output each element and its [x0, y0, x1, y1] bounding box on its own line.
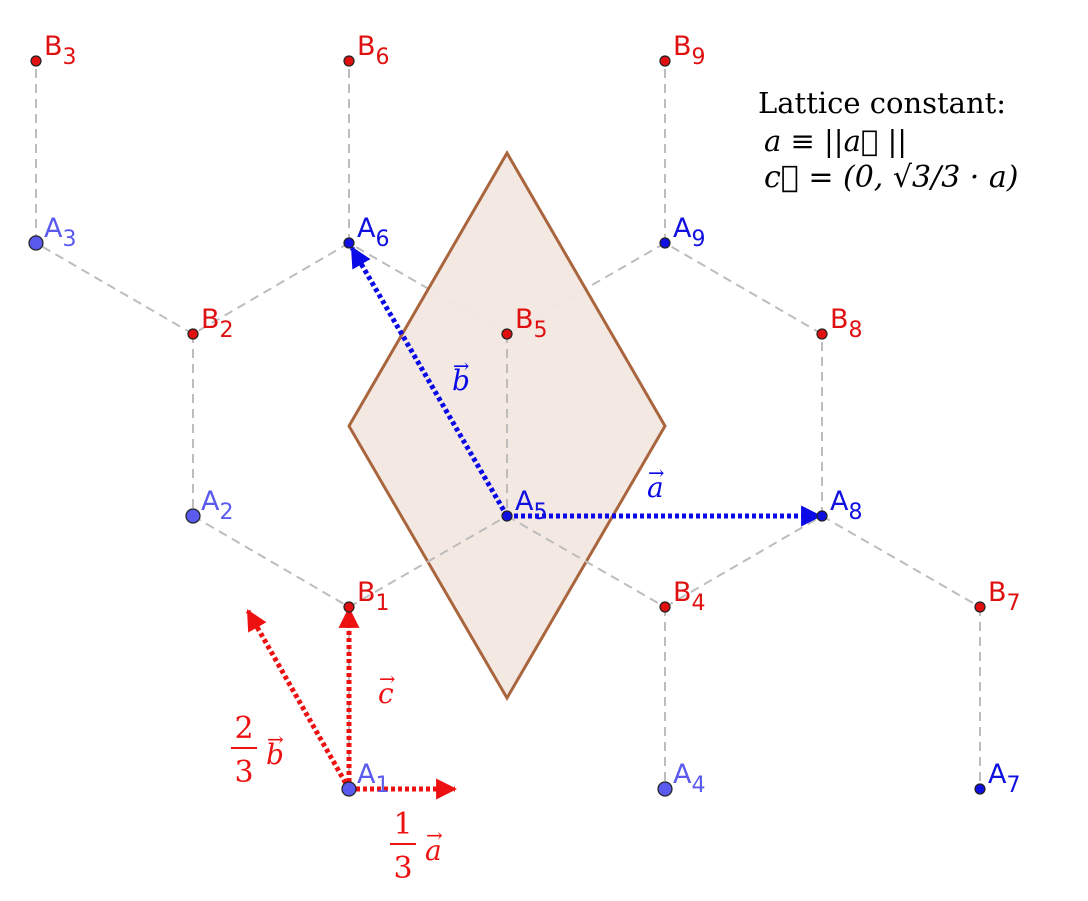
bond-B1-A5: [348, 515, 508, 608]
bonds: [35, 61, 981, 789]
site-label-B3: B3: [44, 31, 77, 70]
bond-B2-A3: [35, 242, 194, 335]
site-label-B1: B1: [357, 577, 390, 616]
site-label-B9: B9: [673, 31, 706, 70]
site-B9: [659, 55, 671, 67]
vector-b-arrow: [349, 246, 510, 518]
svg-text:→: →: [453, 355, 469, 378]
svg-text:3: 3: [234, 755, 253, 790]
bond-A5-B4: [506, 515, 666, 608]
bond-B8-A9: [664, 242, 823, 335]
site-A7: [974, 783, 986, 795]
bond-A6-B2: [192, 242, 350, 335]
site-A6: [343, 237, 355, 249]
svg-text:3: 3: [393, 851, 412, 886]
site-label-A1: A1: [357, 759, 389, 798]
svg-text:→: →: [648, 462, 664, 485]
site-label-A7: A7: [988, 759, 1020, 798]
legend-line-a-definition: a ≡ ||a⃗ ||: [764, 124, 908, 158]
svg-text:→: →: [426, 823, 443, 847]
site-A9: [659, 237, 671, 249]
site-B7: [974, 601, 986, 613]
bonds-over-cell: [348, 334, 666, 608]
site-label-A6: A6: [357, 213, 389, 252]
vector-c-label: c→: [378, 668, 395, 710]
vector-labels: a→b→c→13a→23b→: [231, 355, 664, 886]
svg-text:a: a: [647, 471, 664, 504]
site-label-A2: A2: [201, 486, 233, 525]
svg-text:1: 1: [393, 807, 412, 842]
vector-one-third-a-label: 1 3a→: [390, 807, 443, 886]
svg-text:c: c: [378, 677, 394, 710]
vector-b-label: b→: [452, 355, 470, 397]
svg-text:b: b: [452, 364, 470, 397]
svg-text:b: b: [266, 738, 284, 771]
svg-text:→: →: [379, 668, 395, 691]
legend-line-c-definition: c⃗ = (0, √3/3 · a): [764, 160, 1019, 195]
vector-a-label: a→: [647, 462, 664, 504]
site-label-A4: A4: [673, 759, 705, 798]
bond-B4-A8: [664, 515, 823, 608]
svg-text:a: a: [425, 834, 442, 867]
bond-A8-B7: [821, 515, 981, 608]
site-label-B8: B8: [830, 304, 863, 343]
site-A3: [28, 235, 44, 251]
site-label-A9: A9: [673, 213, 705, 252]
site-B1: [343, 601, 355, 613]
bond-A2-B1: [192, 515, 350, 608]
site-label-A8: A8: [830, 486, 862, 525]
svg-text:2: 2: [234, 711, 253, 746]
vector-two-thirds-b-label: 2 3b→: [231, 711, 284, 790]
lattice-constant-legend: Lattice constant: a ≡ ||a⃗ || c⃗ = (0, √…: [758, 86, 1088, 195]
site-label-B7: B7: [988, 577, 1021, 616]
site-B2: [187, 328, 199, 340]
site-B3: [30, 55, 42, 67]
vectors: [245, 246, 823, 800]
site-A1: [341, 781, 357, 797]
site-A4: [657, 781, 673, 797]
site-A2: [185, 508, 201, 524]
lattice-sites: [28, 55, 986, 797]
site-label-B6: B6: [357, 31, 390, 70]
legend-title: Lattice constant:: [758, 86, 1007, 120]
svg-text:→: →: [267, 727, 284, 751]
site-B6: [343, 55, 355, 67]
site-A8: [816, 510, 828, 522]
vector-two-thirds-b-arrow: [245, 609, 352, 791]
site-B5: [501, 328, 513, 340]
site-B8: [816, 328, 828, 340]
site-label-A3: A3: [44, 213, 76, 252]
site-B4: [659, 601, 671, 613]
site-label-B4: B4: [673, 577, 706, 616]
site-label-B2: B2: [201, 304, 234, 343]
site-A5: [501, 510, 513, 522]
